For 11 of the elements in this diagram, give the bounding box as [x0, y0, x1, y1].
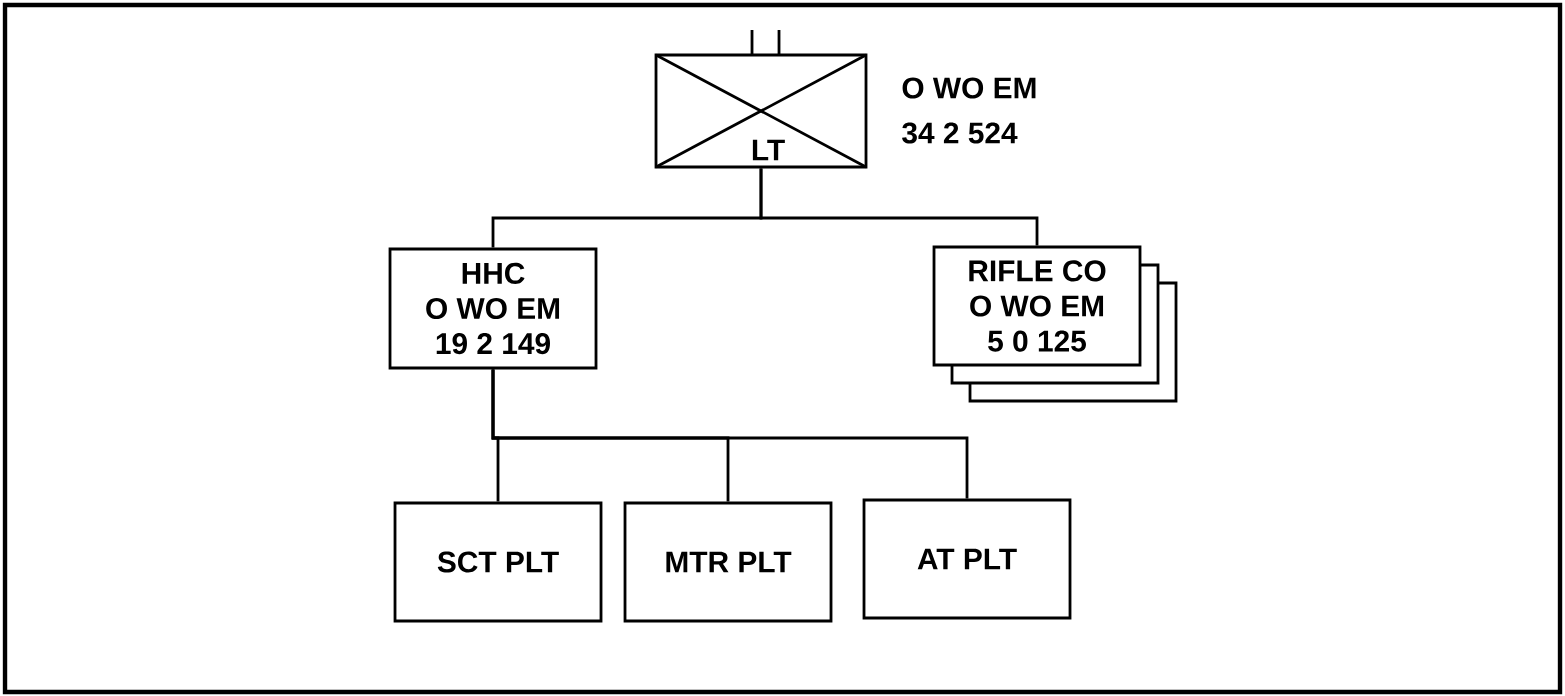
connector-line — [491, 369, 969, 499]
platoon-box: AT PLT — [862, 498, 1072, 620]
platoon-box: SCT PLT — [393, 501, 603, 623]
node-label: RIFLE CO — [969, 260, 1106, 282]
strength-figures: O WO EM — [902, 77, 1036, 99]
unit-symbol-box: LT — [654, 30, 868, 169]
stacked-unit-box: RIFLE CO O WO EM 5 0 125 — [932, 245, 1178, 403]
platoon-box: MTR PLT — [623, 501, 833, 623]
strength-figures: 34 2 524 — [902, 122, 1018, 144]
connector-line — [759, 168, 1039, 246]
unit-box: HHC O WO EM 19 2 149 — [388, 247, 598, 370]
